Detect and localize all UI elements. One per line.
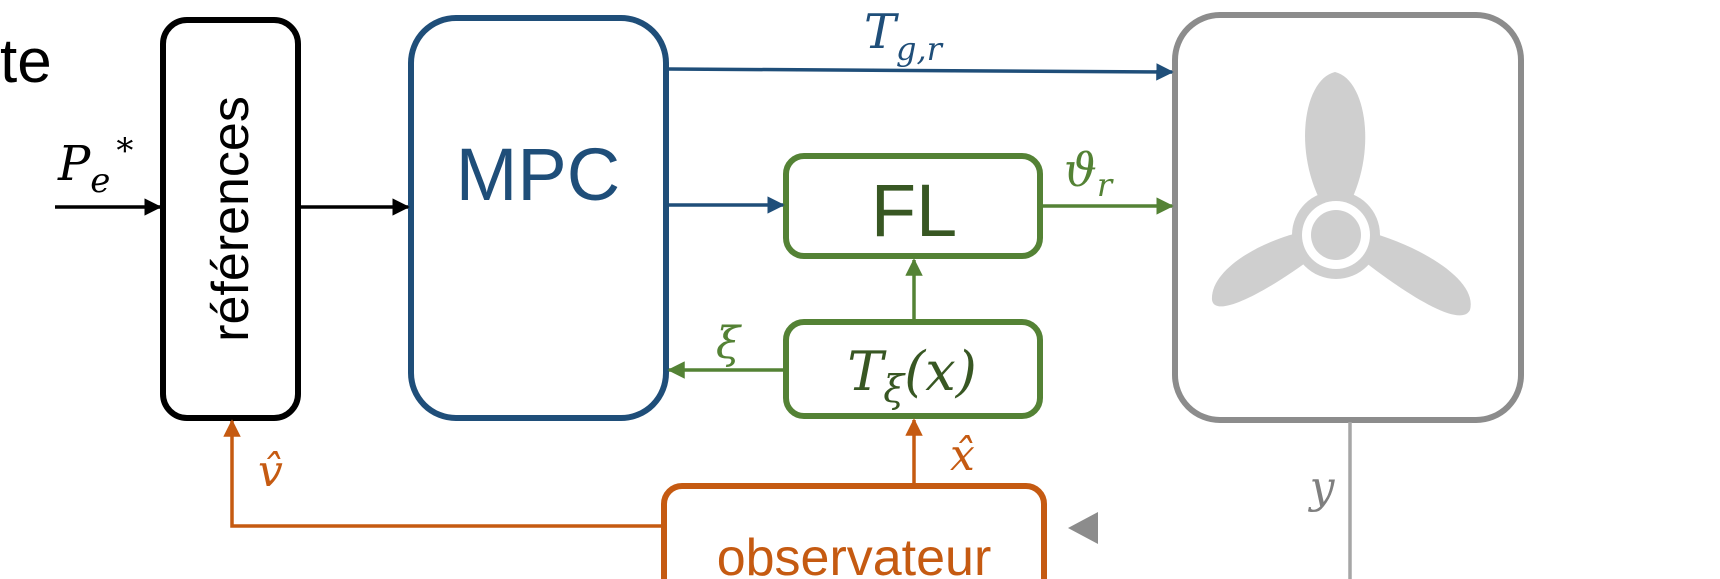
- transform-label: Tξ(x): [847, 340, 977, 411]
- fl-block: [783, 153, 1043, 259]
- xi-label: ξ: [716, 318, 743, 369]
- vhat-arrow: [223, 419, 664, 528]
- partial-left-text: te: [0, 27, 52, 96]
- tgr-sub: g,r: [896, 30, 944, 68]
- references-label: références: [202, 96, 260, 342]
- observer-label: observateur: [717, 529, 992, 579]
- mpc-block: [408, 15, 669, 421]
- fl-label: FL: [871, 169, 957, 252]
- references-block: [160, 17, 301, 421]
- propeller-icon: [1211, 72, 1471, 316]
- transform-arg: (x): [904, 340, 977, 403]
- y-label: y: [1308, 462, 1336, 513]
- transform-main: T: [847, 340, 887, 403]
- pe-sup: *: [116, 131, 133, 171]
- tgr-arrow: [667, 63, 1174, 81]
- theta-sub: r: [1097, 166, 1114, 204]
- transform-sub: ξ: [883, 367, 906, 411]
- pe-label: Pe*: [57, 131, 133, 201]
- pe-main: P: [57, 136, 91, 192]
- mpc-label: MPC: [456, 133, 620, 216]
- theta-label: ϑr: [1064, 143, 1114, 204]
- tgr-label: Tg,r: [864, 4, 944, 68]
- tgr-main: T: [864, 4, 899, 60]
- observer-block: [661, 483, 1047, 579]
- pe-sub: e: [90, 161, 110, 201]
- vhat-label: v̂: [258, 446, 283, 497]
- theta-main: ϑ: [1064, 143, 1097, 197]
- transform-block: [783, 319, 1043, 419]
- xhat-label: x̂: [950, 430, 975, 481]
- y-arrowhead: [1068, 512, 1098, 544]
